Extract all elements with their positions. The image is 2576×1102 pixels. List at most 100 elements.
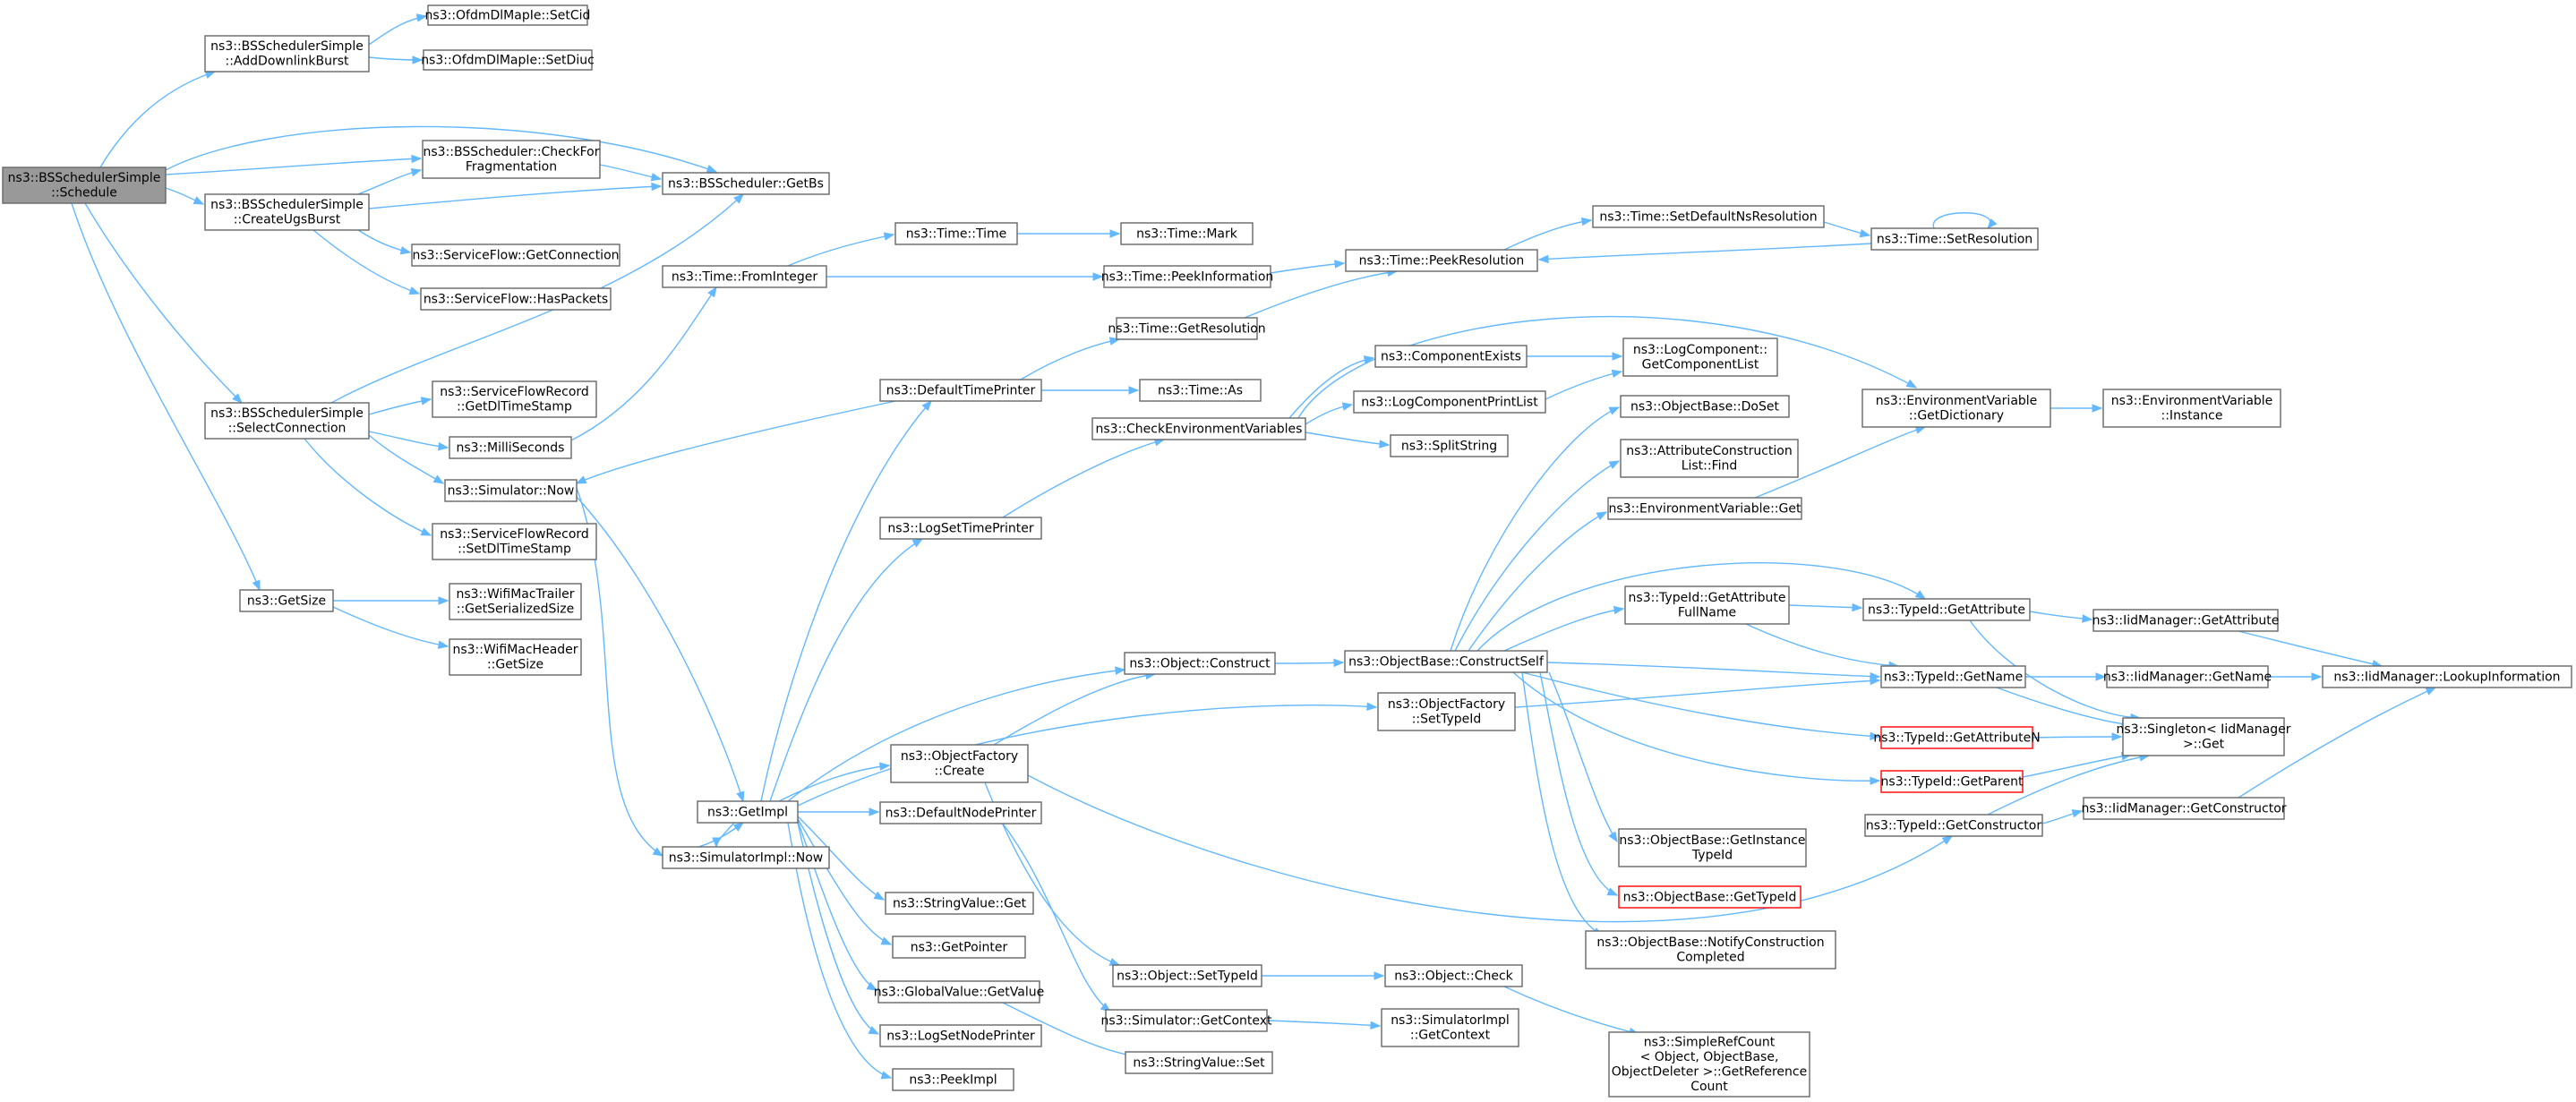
node-logCompPrintList[interactable]: ns3::LogComponentPrintList [1353, 390, 1546, 414]
node-checkEnvVars[interactable]: ns3::CheckEnvironmentVariables [1091, 417, 1306, 440]
node-box[interactable] [1124, 652, 1276, 675]
node-box[interactable] [2322, 665, 2572, 688]
node-box[interactable] [1139, 379, 1262, 402]
node-box[interactable] [1622, 337, 1778, 377]
node-box[interactable] [1592, 205, 1825, 228]
node-box[interactable] [1120, 222, 1254, 245]
node-box[interactable] [894, 222, 1018, 245]
node-box[interactable] [1618, 885, 1801, 909]
node-box[interactable] [1585, 930, 1836, 970]
node-peekImpl[interactable]: ns3::PeekImpl [892, 1068, 1014, 1091]
node-box[interactable] [2106, 665, 2269, 688]
node-box[interactable] [890, 744, 1029, 783]
node-box[interactable] [1353, 390, 1546, 414]
node-splitString[interactable]: ns3::SplitString [1390, 434, 1509, 457]
node-box[interactable] [1861, 389, 2051, 428]
node-getAttributeN[interactable]: ns3::TypeId::GetAttributeN [1873, 726, 2041, 749]
node-getImpl[interactable]: ns3::GetImpl [697, 800, 799, 824]
node-box[interactable] [1620, 439, 1799, 478]
node-envGet[interactable]: ns3::EnvironmentVariable::Get [1607, 497, 1802, 520]
node-box[interactable] [2092, 609, 2279, 632]
node-objConstruct[interactable]: ns3::Object::Construct [1124, 652, 1276, 675]
node-setDlTimeStamp[interactable]: ns3::ServiceFlowRecord::SetDlTimeStamp [432, 523, 597, 560]
node-peekInformation[interactable]: ns3::Time::PeekInformation [1101, 265, 1274, 288]
node-box[interactable] [423, 49, 593, 71]
node-box[interactable] [1125, 1051, 1273, 1074]
node-fromInteger[interactable]: ns3::Time::FromInteger [662, 265, 827, 288]
node-box[interactable] [449, 638, 582, 676]
node-box[interactable] [879, 379, 1042, 402]
node-box[interactable] [1880, 665, 2026, 688]
node-typeGetName[interactable]: ns3::TypeId::GetName [1880, 665, 2026, 688]
node-getReferenceCount[interactable]: ns3::SimpleRefCount< Object, ObjectBase,… [1608, 1031, 1810, 1098]
node-box[interactable] [204, 193, 370, 231]
node-box[interactable] [879, 1024, 1042, 1047]
node-singletonGet[interactable]: ns3::Singleton< IidManager>::Get [2117, 717, 2291, 756]
node-setDefaultNsRes[interactable]: ns3::Time::SetDefaultNsResolution [1592, 205, 1825, 228]
node-box[interactable] [1112, 964, 1262, 987]
node-getConnection[interactable]: ns3::ServiceFlow::GetConnection [411, 243, 620, 267]
node-box[interactable] [1608, 1031, 1810, 1098]
node-objSetTypeId[interactable]: ns3::Object::SetTypeId [1112, 964, 1262, 987]
node-notifyConstr[interactable]: ns3::ObjectBase::NotifyConstructionCompl… [1585, 930, 1836, 970]
node-box[interactable] [2102, 389, 2281, 428]
node-box[interactable] [1384, 964, 1523, 987]
node-box[interactable] [662, 265, 827, 288]
node-hasPackets[interactable]: ns3::ServiceFlow::HasPackets [420, 287, 612, 311]
node-peekResolution[interactable]: ns3::Time::PeekResolution [1345, 249, 1538, 272]
node-envGetDictionary[interactable]: ns3::EnvironmentVariable::GetDictionary [1861, 389, 2051, 428]
node-box[interactable] [1381, 1008, 1519, 1047]
node-iidGetConstructor[interactable]: ns3::IidManager::GetConstructor [2081, 797, 2287, 820]
node-box[interactable] [1345, 249, 1538, 272]
node-box[interactable] [204, 35, 370, 73]
node-timeAs[interactable]: ns3::Time::As [1139, 379, 1262, 402]
node-stringValueGet[interactable]: ns3::StringValue::Get [885, 892, 1034, 915]
node-box[interactable] [885, 892, 1034, 915]
node-box[interactable] [1374, 345, 1528, 368]
node-getComponentList[interactable]: ns3::LogComponent::GetComponentList [1622, 337, 1778, 377]
node-box[interactable] [879, 517, 1042, 540]
node-box[interactable] [420, 287, 612, 311]
node-getBs[interactable]: ns3::BSScheduler::GetBs [662, 172, 830, 195]
node-ofSetTypeId[interactable]: ns3::ObjectFactory::SetTypeId [1377, 692, 1516, 731]
node-box[interactable] [432, 380, 597, 418]
node-box[interactable] [422, 140, 601, 179]
node-getSerializedSize[interactable]: ns3::WifiMacTrailer::GetSerializedSize [449, 583, 582, 620]
node-box[interactable] [1116, 317, 1258, 340]
node-box[interactable] [449, 436, 572, 459]
node-componentExists[interactable]: ns3::ComponentExists [1374, 345, 1528, 368]
node-timeMark[interactable]: ns3::Time::Mark [1120, 222, 1254, 245]
node-createUgsBurst[interactable]: ns3::BSSchedulerSimple::CreateUgsBurst [204, 193, 370, 231]
node-setDiuc[interactable]: ns3::OfdmDlMapIe::SetDiuc [421, 49, 595, 71]
node-typeGetAttribute[interactable]: ns3::TypeId::GetAttribute [1862, 598, 2031, 621]
node-box[interactable] [1620, 395, 1790, 418]
node-getDlTimeStamp[interactable]: ns3::ServiceFlowRecord::GetDlTimeStamp [432, 380, 597, 418]
node-selectConnection[interactable]: ns3::BSSchedulerSimple::SelectConnection [204, 402, 370, 440]
node-defaultNodePrinter[interactable]: ns3::DefaultNodePrinter [879, 801, 1042, 824]
node-box[interactable] [697, 800, 799, 824]
node-getSize[interactable]: ns3::GetSize [239, 589, 334, 612]
node-box[interactable] [1390, 434, 1509, 457]
node-box[interactable] [1344, 650, 1548, 673]
node-box[interactable] [1880, 726, 2033, 749]
node-box[interactable] [877, 980, 1040, 1004]
node-box[interactable] [879, 801, 1042, 824]
node-box[interactable] [1103, 265, 1271, 288]
node-logSetNodePrinter[interactable]: ns3::LogSetNodePrinter [879, 1024, 1042, 1047]
node-box[interactable] [1880, 770, 2024, 793]
node-box[interactable] [662, 846, 830, 869]
node-constructSelf[interactable]: ns3::ObjectBase::ConstructSelf [1344, 650, 1548, 673]
node-getPointer[interactable]: ns3::GetPointer [892, 935, 1026, 959]
node-box[interactable] [1862, 598, 2031, 621]
node-box[interactable] [662, 172, 830, 195]
node-lookupInfo[interactable]: ns3::IidManager::LookupInformation [2322, 665, 2572, 688]
node-simImplNow[interactable]: ns3::SimulatorImpl::Now [662, 846, 830, 869]
node-getResolution[interactable]: ns3::Time::GetResolution [1108, 317, 1266, 340]
node-box[interactable] [427, 4, 588, 26]
node-box[interactable] [1864, 814, 2043, 837]
node-box[interactable] [1624, 585, 1790, 625]
node-typeGetConstructor[interactable]: ns3::TypeId::GetConstructor [1864, 814, 2043, 837]
node-box[interactable] [2, 167, 167, 204]
